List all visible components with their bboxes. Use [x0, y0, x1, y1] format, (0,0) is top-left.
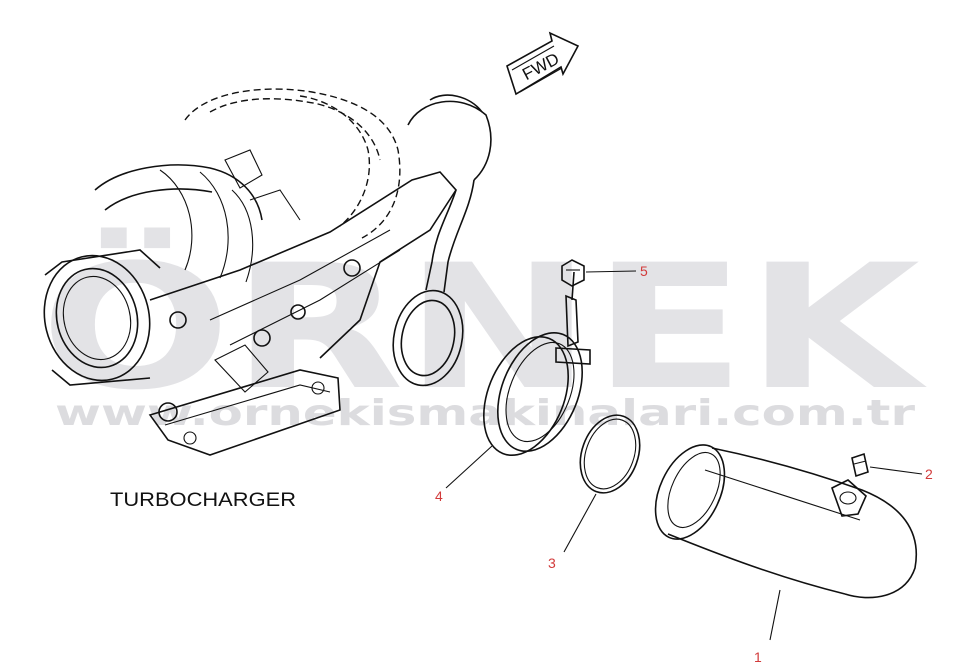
assembly-caption: TURBOCHARGER: [110, 490, 296, 511]
part-1-elbow-pipe: [654, 444, 917, 599]
callout-number-2: 2: [925, 466, 933, 482]
leader-4: [445, 445, 493, 489]
fwd-direction-arrow: FWD: [506, 31, 580, 96]
leader-5: [585, 270, 637, 273]
leader-1: [769, 589, 781, 641]
callout-number-3: 3: [548, 555, 556, 571]
watermark: ÖRNEK www.ornekismakinalari.com.tr: [40, 227, 927, 434]
turbocharger-assembly: [43, 88, 492, 456]
leader-2: [869, 466, 923, 475]
callout-number-5: 5: [640, 263, 648, 279]
callout-number-1: 1: [754, 649, 762, 665]
leader-3: [563, 493, 597, 553]
part-5-nut: [561, 259, 585, 287]
callout-leaders: [445, 270, 923, 641]
callout-number-4: 4: [435, 488, 443, 504]
part-4-v-band-clamp: [483, 271, 591, 457]
callout-numbers: 1 2 3 4 5: [435, 263, 933, 665]
part-3-o-ring: [579, 414, 641, 494]
part-2-fitting: [851, 452, 869, 478]
